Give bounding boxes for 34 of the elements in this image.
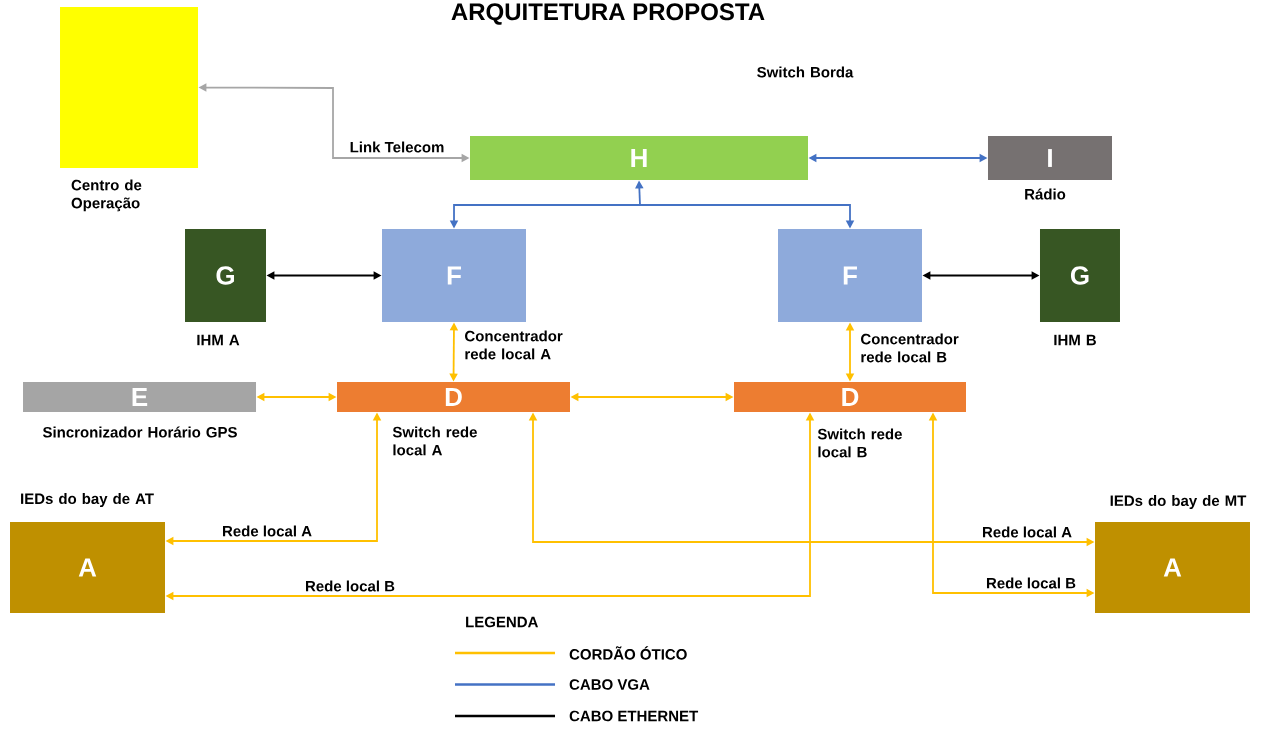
node-caption: IEDs do bay de MT: [1110, 495, 1247, 509]
legend-heading: LEGENDA: [466, 616, 538, 628]
network-box: A: [10, 522, 165, 613]
network-box: D: [734, 382, 966, 412]
legend-text: CABO VGA: [569, 679, 650, 690]
node-caption: Switch Borda: [757, 66, 854, 78]
node-caption: Sincronizador Horário GPS: [42, 426, 237, 438]
network-box: G: [185, 229, 266, 322]
network-box: H: [470, 136, 808, 180]
network-box: E: [23, 382, 256, 412]
edge-label: Rede local B: [303, 578, 397, 594]
node-caption: IHM A: [197, 334, 240, 346]
title: ARQUITETURA PROPOSTA: [451, 3, 765, 25]
legend-text: CABO ETHERNET: [569, 710, 699, 722]
edge-label: Rede local A: [980, 524, 1074, 540]
legend-text: CORDÃO ÓTICO: [569, 646, 687, 660]
edge-label: Link Telecom: [347, 139, 447, 155]
node-caption: Switch rede local A: [392, 426, 477, 456]
network-box: D: [337, 382, 570, 412]
edge-label: Rede local B: [984, 575, 1078, 591]
node-caption: Rádio: [1025, 188, 1066, 200]
network-box: F: [778, 229, 922, 322]
node-caption: Switch rede local B: [817, 428, 902, 458]
node-caption: IHM B: [1054, 334, 1096, 346]
node-caption: Concentrador rede local B: [861, 333, 959, 363]
network-box: I: [988, 136, 1112, 180]
network-box: F: [382, 229, 526, 322]
network-box: A: [1095, 522, 1250, 613]
node-caption: Concentrador rede local A: [465, 330, 563, 360]
operation-center-box: [60, 7, 198, 168]
network-box: G: [1040, 229, 1120, 322]
edge-label: Rede local A: [220, 523, 314, 539]
node-caption: IEDs do bay de AT: [21, 493, 154, 507]
node-caption: Centro de Operação: [71, 179, 142, 212]
